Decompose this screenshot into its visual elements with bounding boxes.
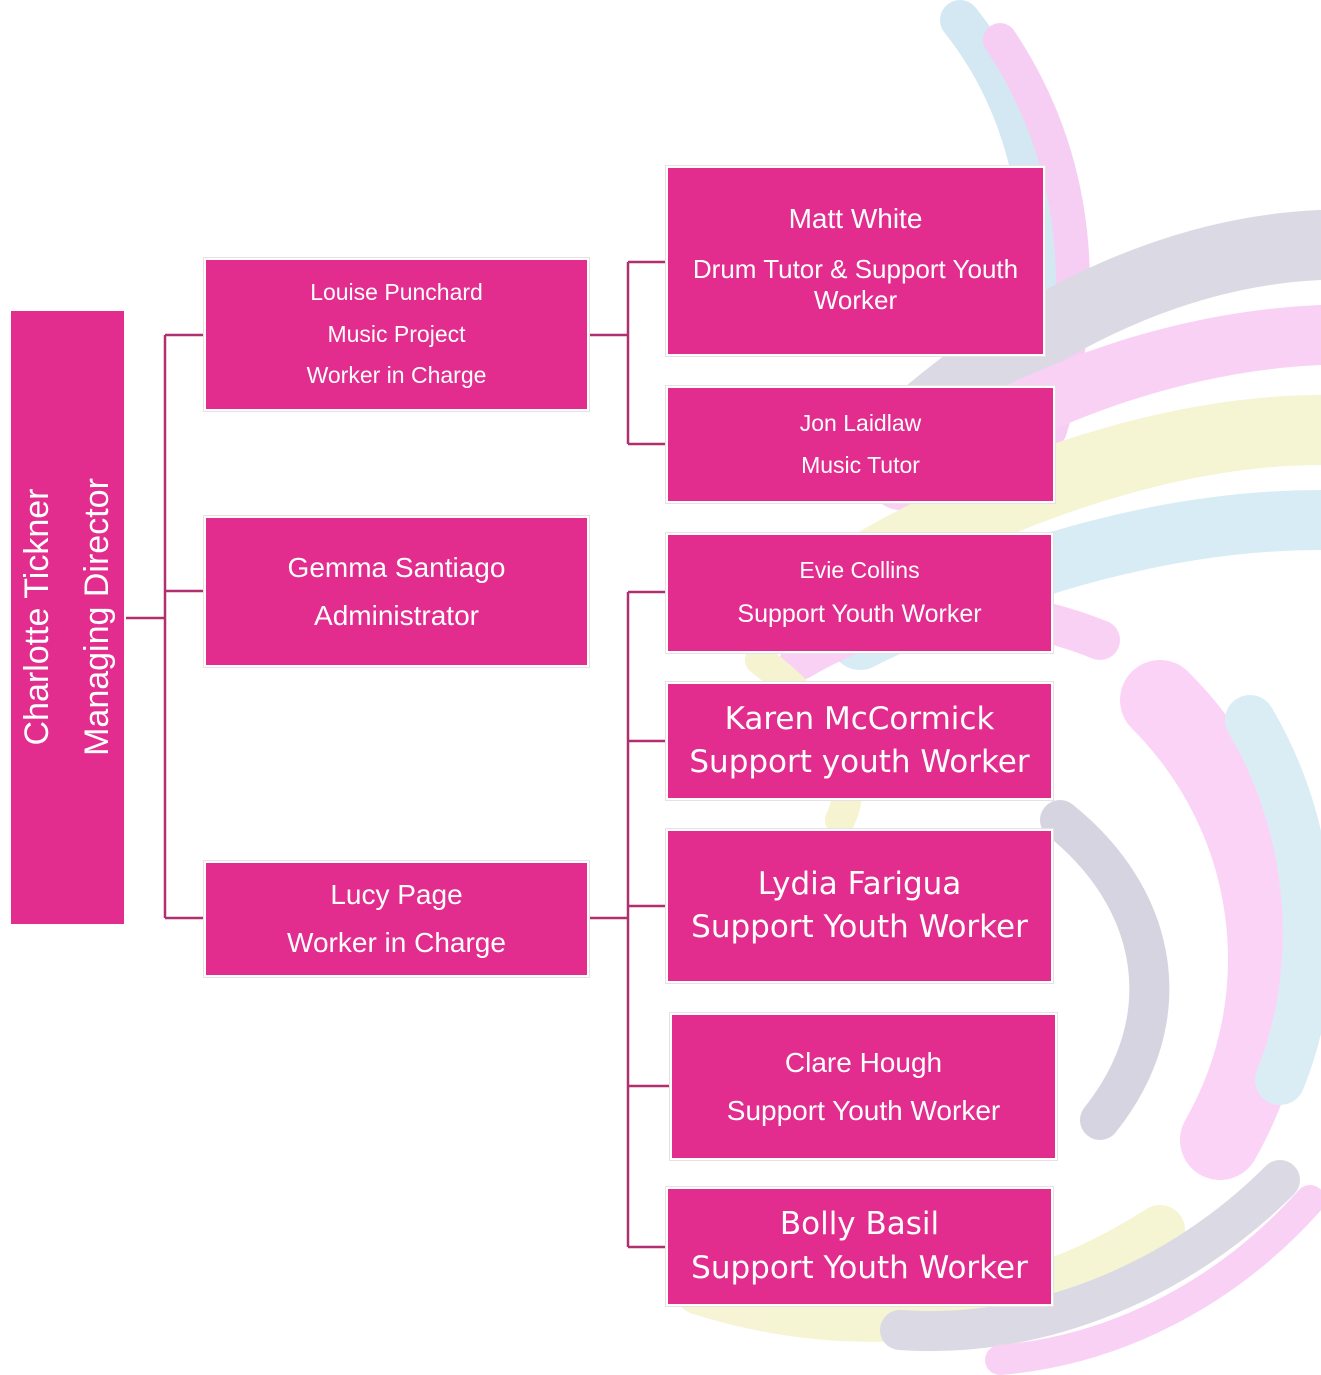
node-role: Managing Director xyxy=(78,478,116,756)
node-name: Lydia Farigua xyxy=(757,865,962,902)
node-role: Support Youth Worker xyxy=(691,1249,1028,1286)
node-role: Support Youth Worker xyxy=(726,1094,1001,1126)
node-bolly-basil: Bolly Basil Support Youth Worker xyxy=(666,1187,1053,1306)
node-name: Louise Punchard xyxy=(310,279,483,306)
node-gemma-santiago: Gemma Santiago Administrator xyxy=(204,516,589,667)
node-name: Evie Collins xyxy=(799,557,920,584)
node-name: Bolly Basil xyxy=(779,1206,940,1243)
node-role: Support youth Worker xyxy=(689,744,1030,780)
node-role: Music Tutor xyxy=(801,451,920,478)
node-lucy-page: Lucy Page Worker in Charge xyxy=(204,861,589,977)
node-managing-director-text: Charlotte Tickner Managing Director xyxy=(11,311,124,924)
node-role: Support Youth Worker xyxy=(737,599,982,628)
node-name: Jon Laidlaw xyxy=(799,409,922,436)
node-name: Clare Hough xyxy=(784,1046,943,1078)
node-jon-laidlaw: Jon Laidlaw Music Tutor xyxy=(666,386,1055,503)
node-name: Karen McCormick xyxy=(724,700,995,737)
node-role: Worker in Charge xyxy=(287,927,506,958)
node-role: Music Project xyxy=(327,320,466,347)
node-name: Lucy Page xyxy=(330,879,463,911)
node-louise-punchard: Louise Punchard Music Project Worker in … xyxy=(204,258,589,411)
node-karen-mccormick: Karen McCormick Support youth Worker xyxy=(666,682,1053,800)
node-matt-white: Matt White Drum Tutor & Support Youth Wo… xyxy=(666,166,1045,356)
node-lydia-farigua: Lydia Farigua Support Youth Worker xyxy=(666,829,1053,983)
node-role: Administrator xyxy=(314,599,479,631)
node-role: Drum Tutor & Support Youth Worker xyxy=(692,253,1019,315)
node-role: Worker in Charge xyxy=(306,362,487,389)
node-managing-director: Charlotte Tickner Managing Director xyxy=(11,311,124,924)
node-name: Matt White xyxy=(788,203,923,234)
node-name: Gemma Santiago xyxy=(287,551,506,583)
node-role: Support Youth Worker xyxy=(691,909,1028,945)
node-name: Charlotte Tickner xyxy=(18,488,56,746)
node-evie-collins: Evie Collins Support Youth Worker xyxy=(666,533,1053,653)
node-clare-hough: Clare Hough Support Youth Worker xyxy=(670,1013,1057,1160)
